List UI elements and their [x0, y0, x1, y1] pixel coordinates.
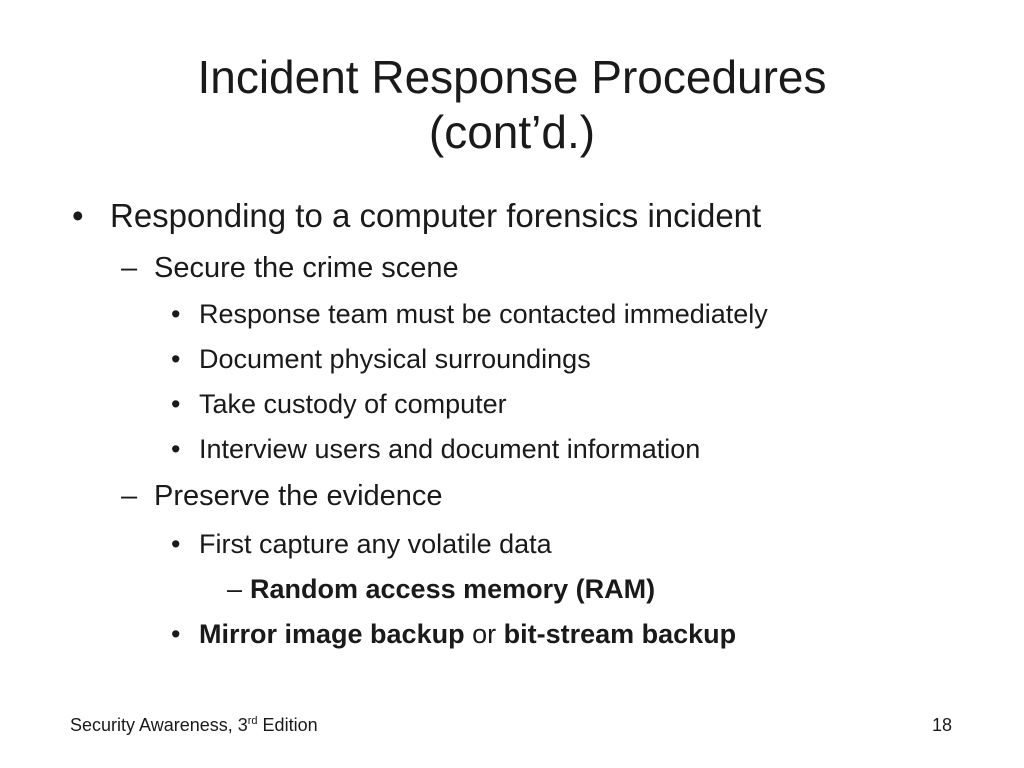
footer-course-title: Security Awareness, 3rd Edition — [70, 715, 318, 735]
slide-title-line-1: Incident Response Procedures — [197, 51, 827, 103]
item-text: Response team must be contacted immediat… — [199, 299, 768, 329]
page-number: 18 — [932, 715, 953, 735]
item-text: Document physical surroundings — [199, 344, 591, 374]
item-contact-response-team: • Response team must be contacted immedi… — [171, 299, 768, 329]
dash-marker: – — [121, 252, 138, 284]
item-capture-volatile-data: • First capture any volatile data — [171, 529, 552, 559]
bullet-marker: • — [171, 299, 181, 329]
item-interview-users: • Interview users and document informati… — [171, 434, 701, 464]
slide-title-line-2: (cont’d.) — [428, 106, 596, 158]
footer-title-suffix: Edition — [257, 715, 318, 735]
or-text: or — [464, 619, 504, 649]
item-text-bold: Random access memory (RAM) — [250, 574, 656, 604]
item-mirror-bitstream-backup: • Mirror image backup or bit-stream back… — [171, 619, 737, 649]
item-take-custody: • Take custody of computer — [171, 389, 507, 419]
bullet-marker: • — [72, 197, 84, 234]
item-text: Interview users and document information — [199, 434, 701, 464]
bit-stream-backup-text: bit-stream backup — [503, 619, 737, 649]
item-text: First capture any volatile data — [199, 529, 552, 559]
dash-marker: – — [121, 480, 138, 512]
dash-marker: – — [227, 574, 243, 604]
bullet-responding-incident: • Responding to a computer forensics inc… — [72, 197, 762, 234]
bullet-marker: • — [171, 389, 181, 419]
item-text: Take custody of computer — [199, 389, 507, 419]
item-random-access-memory: – Random access memory (RAM) — [227, 574, 656, 604]
footer-title-text: Security Awareness, 3 — [70, 715, 248, 735]
subbullet-preserve-evidence: – Preserve the evidence — [121, 480, 443, 512]
mirror-image-backup-text: Mirror image backup — [199, 619, 465, 649]
slide-title: Incident Response Procedures (cont’d.) — [0, 50, 1024, 160]
subbullet-text: Preserve the evidence — [154, 480, 443, 512]
footer-title-sup: rd — [247, 715, 258, 727]
bullet-marker: • — [171, 344, 181, 374]
subbullet-secure-crime-scene: – Secure the crime scene — [121, 252, 459, 284]
bullet-marker: • — [171, 529, 181, 559]
bullet-marker: • — [171, 619, 181, 649]
bullet-text: Responding to a computer forensics incid… — [110, 197, 762, 234]
bullet-marker: • — [171, 434, 181, 464]
subbullet-text: Secure the crime scene — [154, 252, 459, 284]
item-document-surroundings: • Document physical surroundings — [171, 344, 591, 374]
